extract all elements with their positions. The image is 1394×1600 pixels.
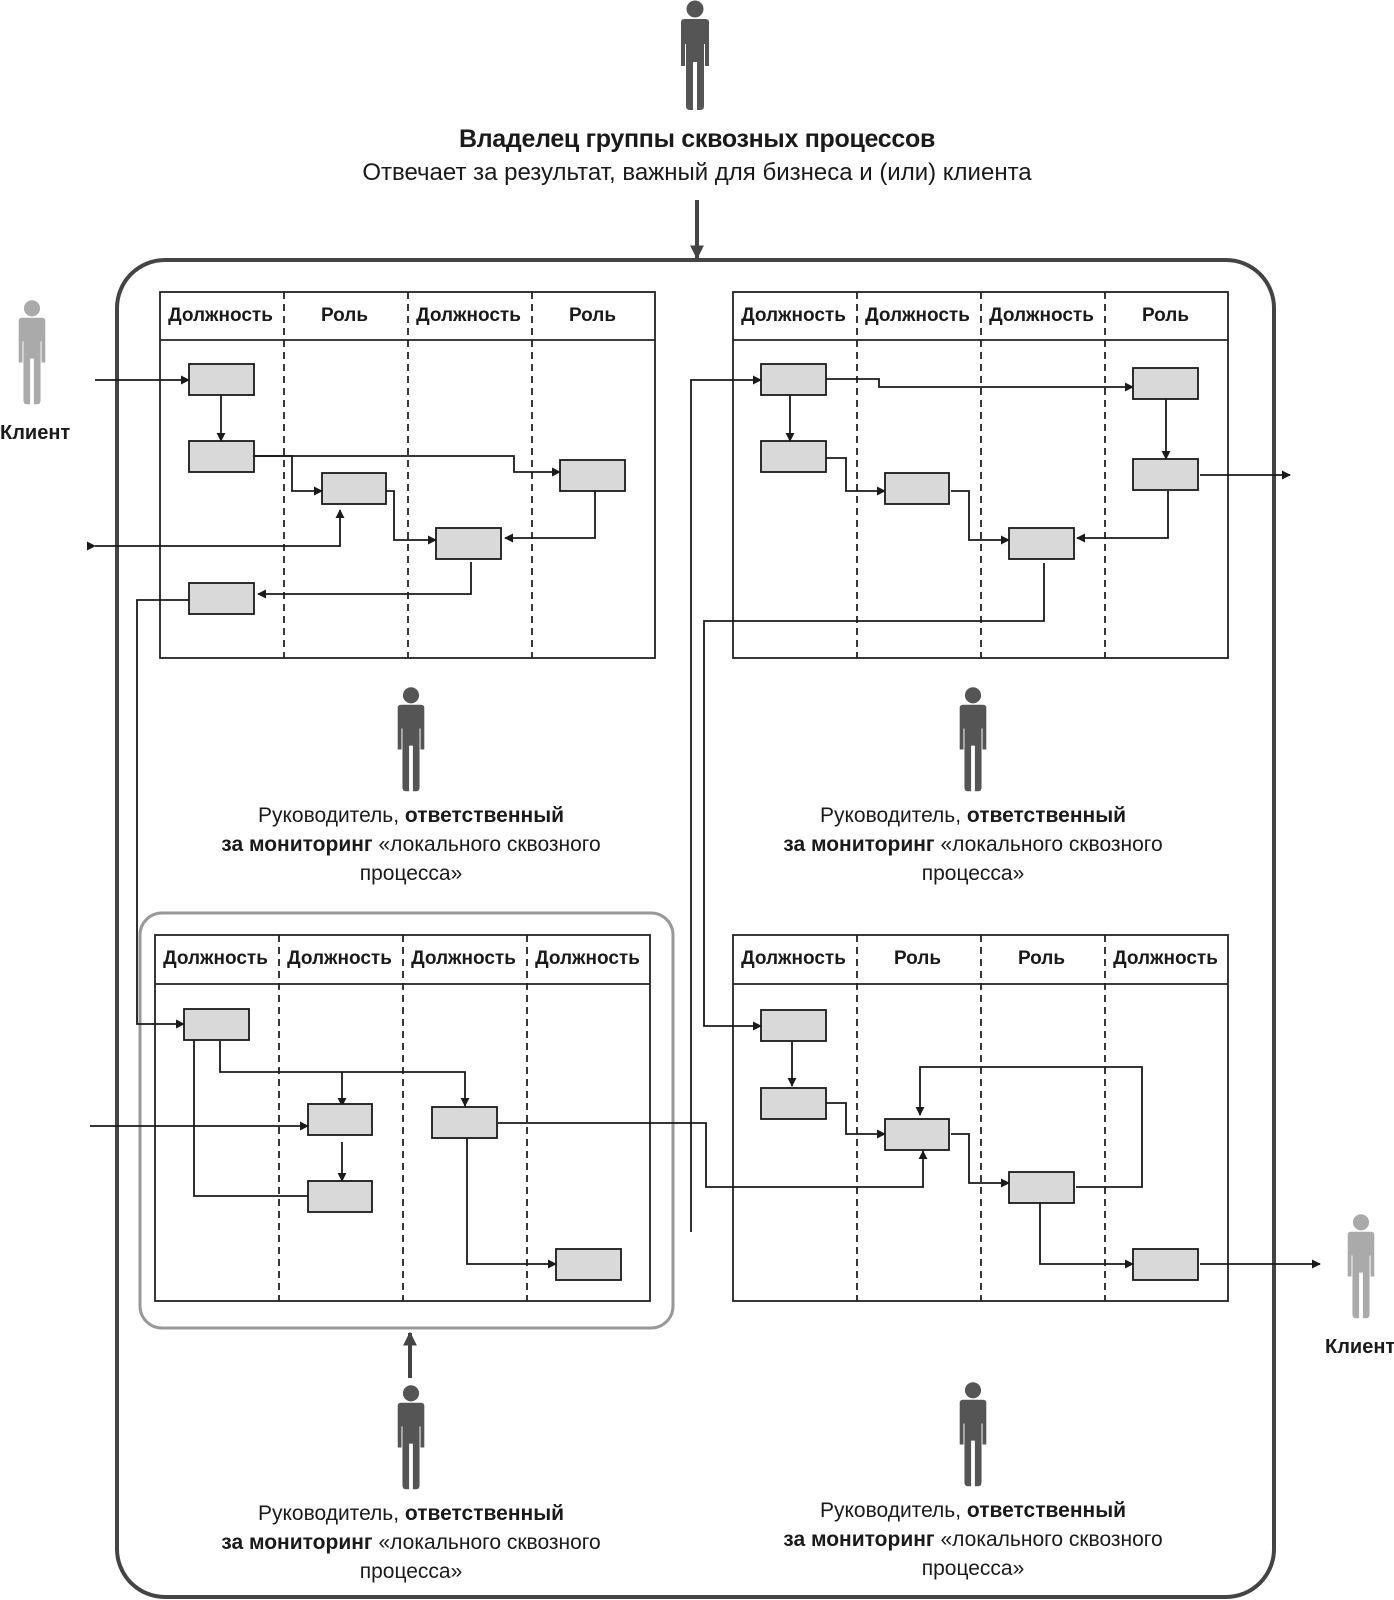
task-box	[431, 1106, 498, 1139]
client-right-person-icon	[1347, 1214, 1375, 1319]
column-header: Должность	[168, 305, 273, 326]
manager-caption-bottom-left: Руководитель, ответственный за мониторин…	[221, 1502, 601, 1583]
panel-bottom-right-headers: Должность Роль Роль Должность	[733, 935, 1228, 983]
column-header: Роль	[1141, 305, 1190, 326]
client-left-person-icon	[18, 300, 46, 405]
column-header: Роль	[893, 948, 942, 969]
panel-bottom-right	[732, 934, 1229, 1302]
panel-top-right	[732, 291, 1229, 659]
column-header: Должность	[416, 305, 521, 326]
manager-caption-bottom-right: Руководитель, ответственный за мониторин…	[783, 1499, 1163, 1580]
column-header: Должность	[535, 948, 640, 969]
panel-top-right-headers: Должность Должность Должность Роль	[733, 292, 1228, 340]
task-box	[884, 472, 950, 505]
panel-bottom-left	[154, 934, 651, 1302]
task-box	[1132, 1248, 1199, 1281]
owner-person-icon	[681, 0, 709, 110]
column-header: Должность	[411, 948, 516, 969]
column-header: Должность	[741, 305, 846, 326]
task-box	[1008, 527, 1075, 560]
panel-top-left	[159, 291, 656, 659]
task-box	[183, 1008, 250, 1041]
highlight-frame	[138, 911, 675, 1330]
column-header: Роль	[320, 305, 369, 326]
manager-person-icon	[959, 1382, 987, 1487]
owner-description: Отвечает за результат, важный для бизнес…	[362, 159, 1032, 186]
task-boxes	[183, 363, 1199, 1281]
column-header: Роль	[1017, 948, 1066, 969]
client-label-right: Клиент	[1325, 1336, 1394, 1358]
column-header: Должность	[287, 948, 392, 969]
column-header: Должность	[865, 305, 970, 326]
task-box	[760, 1087, 827, 1120]
task-box	[760, 440, 827, 473]
task-box	[307, 1103, 373, 1136]
owner-title: Владелец группы сквозных процессов	[458, 125, 936, 153]
panel-bottom-left-headers: Должность Должность Должность Должность	[155, 935, 650, 983]
client-label-left: Клиент	[0, 422, 71, 444]
process-group-frame	[115, 258, 1276, 1599]
manager-person-icon	[397, 1385, 425, 1490]
task-box	[555, 1248, 622, 1281]
task-box	[559, 459, 626, 492]
task-box	[188, 363, 255, 396]
manager-caption-top-right: Руководитель, ответственный за мониторин…	[783, 804, 1163, 885]
column-header: Роль	[568, 305, 617, 326]
task-box	[1132, 367, 1199, 400]
manager-caption-top-left: Руководитель, ответственный за мониторин…	[221, 804, 601, 885]
column-header: Должность	[163, 948, 268, 969]
panel-top-left-headers: Должность Роль Должность Роль	[160, 292, 655, 340]
task-box	[760, 1009, 827, 1042]
column-header: Должность	[989, 305, 1094, 326]
task-box	[760, 363, 827, 396]
manager-person-icon	[397, 687, 425, 792]
task-box	[321, 472, 387, 505]
task-box	[884, 1118, 950, 1151]
task-box	[188, 440, 255, 473]
task-box	[435, 527, 502, 560]
task-box	[307, 1180, 373, 1213]
task-box	[188, 582, 255, 615]
task-box	[1008, 1171, 1075, 1204]
connectors	[90, 375, 1321, 1269]
column-header: Должность	[1113, 948, 1218, 969]
manager-person-icon	[959, 687, 987, 792]
task-box	[1132, 458, 1199, 491]
column-header: Должность	[741, 948, 846, 969]
